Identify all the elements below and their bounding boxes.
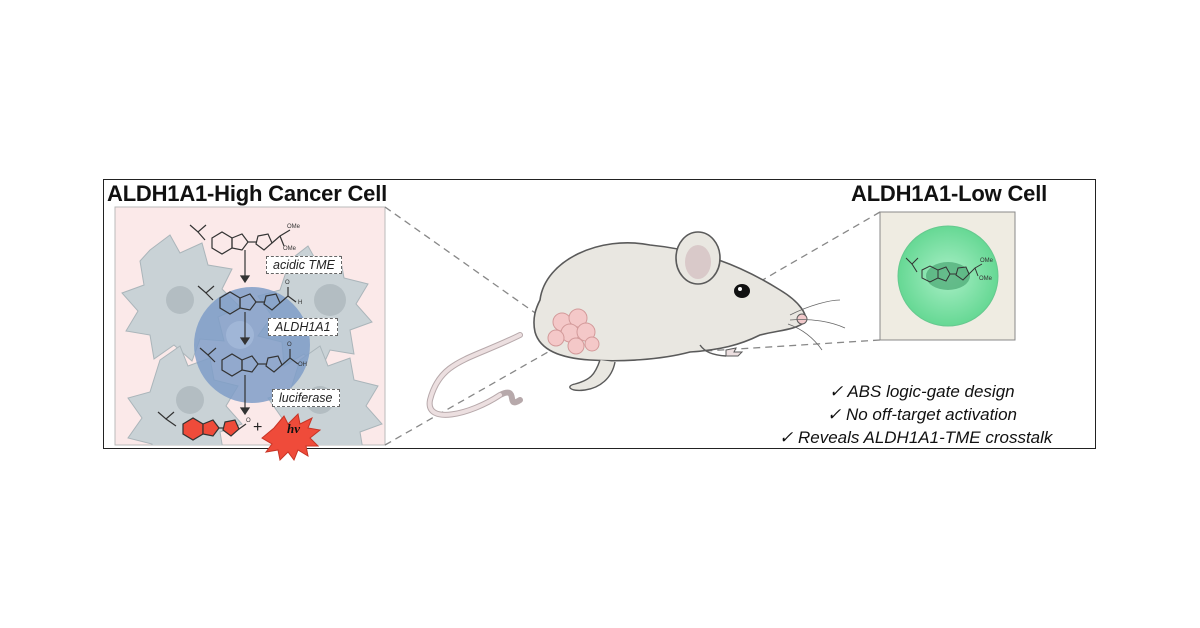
ome-label: OMe (287, 224, 301, 230)
acid-oh-label: OH (298, 362, 307, 368)
ome-label-low: OMe (980, 258, 994, 264)
green-nucleus (926, 262, 970, 290)
feature-crosstalk: ✓ Reveals ALDH1A1-TME crosstalk (779, 428, 1053, 447)
light-label: hv (287, 421, 300, 436)
ome-label-low: OMe (979, 276, 993, 282)
step-label-luciferase: luciferase (272, 389, 340, 407)
molecule-acetal-low (905, 257, 983, 283)
molecule-product (157, 411, 247, 441)
feature-no-off-target: ✓ No off-target activation (827, 405, 1017, 424)
mouse-eye (734, 284, 750, 298)
feature-logic-gate: ✓ ABS logic-gate design (829, 382, 1015, 401)
nucleolus (226, 321, 254, 349)
mouse-ear-inner (685, 245, 711, 279)
tumor (547, 308, 600, 355)
step-label-acidic-tme: acidic TME (266, 256, 342, 274)
molecule-aldehyde (197, 285, 297, 315)
mouse-front-paw (725, 347, 744, 357)
cell-nucleus-small (166, 286, 194, 314)
cell-nucleus-small (314, 284, 346, 316)
aldehyde-h-label: H (298, 300, 303, 306)
plus-sign: + (253, 419, 263, 436)
molecule-acid (199, 347, 299, 377)
low-cell-title: ALDH1A1-Low Cell (851, 181, 1048, 206)
mouse-whiskers (787, 299, 846, 351)
reaction-arrows (239, 250, 251, 416)
molecule-acetal (189, 224, 291, 255)
mouse-illustration (426, 231, 846, 418)
blue-nucleus (194, 287, 310, 403)
light-burst-icon (261, 412, 322, 462)
cell-nucleus-small (176, 386, 204, 414)
carbonyl-o-label: O (285, 280, 290, 286)
step-label-aldh1a1: ALDH1A1 (268, 318, 338, 336)
high-cell-panel (114, 206, 386, 462)
high-cell-title: ALDH1A1-High Cancer Cell (107, 181, 388, 206)
product-o-label: O (246, 418, 251, 424)
ome-label: OMe (283, 246, 297, 252)
low-cell-panel (879, 211, 1016, 341)
carbonyl-o-label: O (287, 342, 292, 348)
mouse-hind-leg (569, 359, 616, 392)
mouse-body (533, 241, 807, 362)
